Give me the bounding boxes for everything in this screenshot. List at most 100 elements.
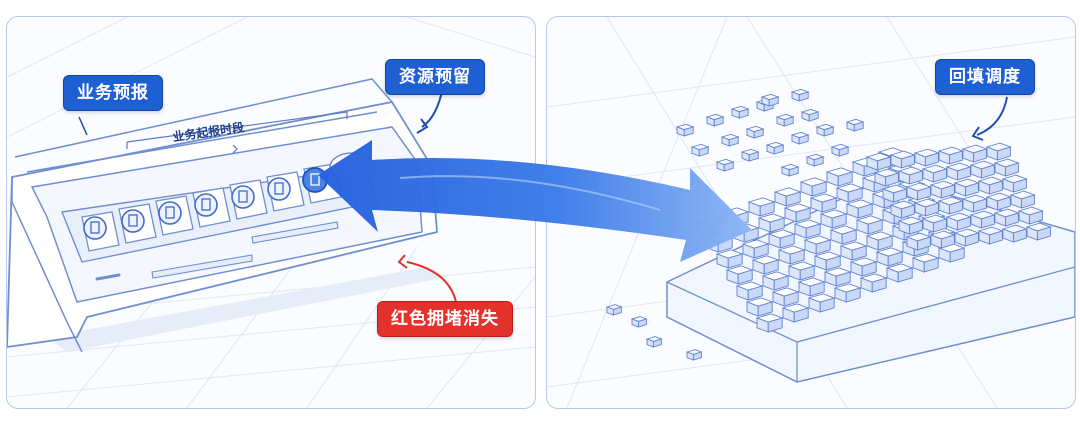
device-knob — [329, 152, 375, 182]
task-cube — [859, 273, 888, 293]
task-cube — [780, 163, 800, 177]
task-cube — [835, 183, 864, 203]
task-cube — [945, 212, 972, 231]
task-cube — [740, 148, 760, 162]
clipboard-icon — [194, 193, 218, 217]
task-cube — [885, 263, 914, 283]
task-cube — [977, 176, 1004, 195]
task-cube — [690, 143, 710, 157]
task-cube — [777, 245, 806, 265]
task-cube — [993, 158, 1020, 177]
task-cube — [793, 219, 822, 239]
task-cube — [911, 253, 940, 273]
task-cube — [809, 193, 838, 213]
task-cube — [865, 231, 894, 251]
task-cube — [937, 196, 964, 215]
task-cube — [813, 251, 842, 271]
task-cube — [913, 198, 940, 217]
task-cube — [849, 257, 878, 277]
right-panel: 回填调度 — [546, 16, 1076, 409]
task-cube — [745, 125, 765, 139]
task-cube — [799, 177, 828, 197]
task-cube — [889, 150, 916, 169]
task-cube — [715, 249, 744, 269]
task-cube — [839, 241, 868, 261]
task-cube — [889, 200, 916, 219]
task-cube — [730, 105, 750, 119]
task-cube — [761, 271, 790, 291]
task-cube — [725, 265, 754, 285]
task-cube — [1001, 174, 1028, 193]
task-cube — [783, 203, 812, 223]
task-cube — [855, 215, 884, 235]
task-cube — [807, 293, 836, 313]
slot-tokens — [83, 167, 328, 240]
task-cube — [905, 232, 932, 251]
clipboard-icon — [231, 185, 255, 209]
task-cube — [741, 239, 770, 259]
task-cube — [993, 208, 1020, 227]
task-cube — [815, 123, 835, 137]
task-cube — [630, 316, 648, 328]
left-panel: 业务起报时段 业务预报 资源预留 红色拥堵消失 — [6, 16, 536, 409]
task-cube — [775, 113, 795, 127]
task-cube — [1025, 222, 1052, 241]
task-cube — [830, 143, 850, 157]
task-cube — [760, 93, 780, 107]
task-cube — [731, 223, 760, 243]
task-cube — [800, 108, 820, 122]
task-cube — [705, 113, 725, 127]
task-cube — [781, 303, 810, 323]
task-cube — [845, 118, 865, 132]
task-cube — [790, 131, 810, 145]
task-cube — [929, 180, 956, 199]
clipboard-icon — [302, 167, 328, 193]
task-cube — [715, 158, 735, 172]
task-cube — [961, 194, 988, 213]
task-cube — [605, 304, 623, 316]
task-cube — [747, 197, 776, 217]
task-cube — [755, 313, 784, 333]
task-cube — [953, 228, 980, 247]
task-cube — [825, 167, 854, 187]
task-cube — [721, 207, 750, 227]
task-cube — [675, 123, 695, 137]
task-cube — [953, 178, 980, 197]
backfill-scheduling-callout: 回填调度 — [935, 59, 1035, 95]
task-cube — [865, 152, 892, 171]
task-cube — [705, 233, 734, 253]
task-cube — [823, 267, 852, 287]
task-cube — [977, 226, 1004, 245]
congestion-cleared-callout: 红色拥堵消失 — [377, 301, 513, 337]
task-cube — [833, 283, 862, 303]
clipboard-icon — [83, 216, 107, 240]
task-cube — [897, 216, 924, 235]
task-cube — [767, 229, 796, 249]
task-cube — [921, 164, 948, 183]
task-cube — [937, 146, 964, 165]
clipboard-icon — [121, 209, 145, 233]
clipboard-icon — [267, 177, 291, 201]
task-cubes — [605, 88, 1052, 361]
task-cube — [685, 349, 703, 361]
task-cube — [1009, 190, 1036, 209]
task-cube — [735, 281, 764, 301]
task-cube — [873, 168, 900, 187]
task-cube — [645, 336, 663, 348]
task-cube — [929, 230, 956, 249]
task-cube — [969, 160, 996, 179]
task-cube — [803, 235, 832, 255]
task-cube — [845, 199, 874, 219]
task-cube — [985, 142, 1012, 161]
task-cube — [1001, 224, 1028, 243]
business-forecast-callout: 业务预报 — [63, 75, 163, 111]
task-cube — [751, 255, 780, 275]
task-cube — [921, 214, 948, 233]
task-cube — [969, 210, 996, 229]
task-cube — [875, 247, 904, 267]
task-cube — [961, 144, 988, 163]
task-cube — [897, 166, 924, 185]
task-cube — [695, 217, 724, 237]
task-cube — [790, 88, 810, 102]
